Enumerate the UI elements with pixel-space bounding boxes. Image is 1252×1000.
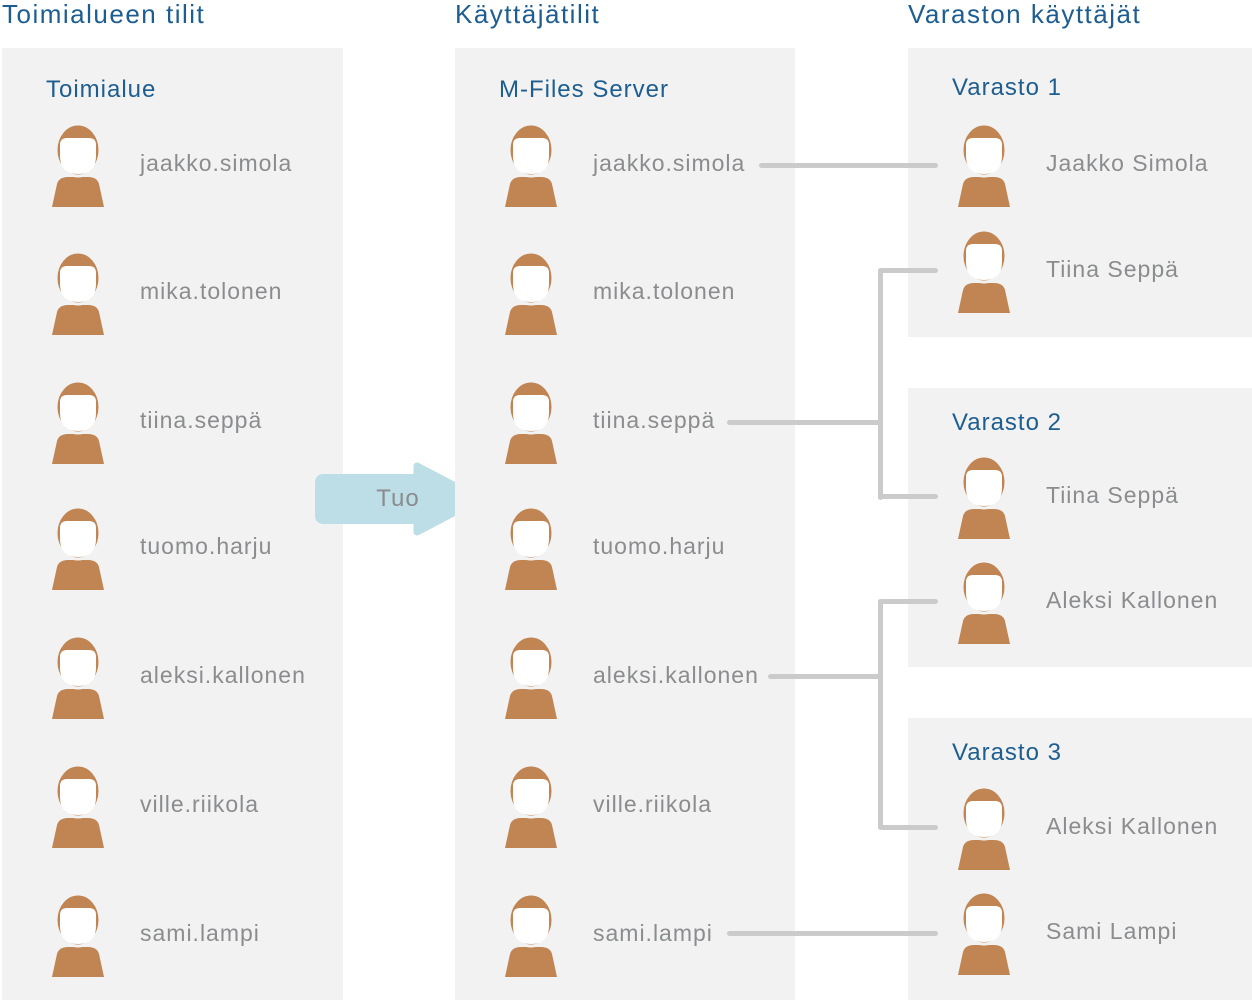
vault-panel-3: Varasto 3 Aleksi Kallonen Sami Lampi: [908, 718, 1252, 1000]
user-label: mika.tolonen: [140, 278, 283, 304]
person-icon: [50, 635, 106, 719]
user-row: sami.lampi: [2, 891, 343, 979]
connector-aleksi-to-vault2: [880, 599, 938, 604]
user-row: jaakko.simola: [2, 121, 343, 209]
user-row: Tiina Seppä: [908, 227, 1252, 315]
user-label: Sami Lampi: [1046, 918, 1178, 944]
user-row: tuomo.harju: [2, 504, 343, 592]
connector-tiina-branch: [878, 268, 883, 500]
user-row: tiina.seppä: [2, 378, 343, 466]
user-label: aleksi.kallonen: [593, 662, 759, 688]
person-icon: [503, 893, 559, 977]
person-icon: [50, 506, 106, 590]
user-row: tiina.seppä: [455, 378, 795, 466]
vault-panel-1: Varasto 1 Jaakko Simola Tiina Seppä: [908, 48, 1252, 337]
user-row: tuomo.harju: [455, 504, 795, 592]
user-row: mika.tolonen: [455, 249, 795, 337]
person-icon: [503, 123, 559, 207]
user-row: aleksi.kallonen: [2, 633, 343, 721]
user-row: aleksi.kallonen: [455, 633, 795, 721]
user-label: aleksi.kallonen: [140, 662, 306, 688]
vault-panel-2: Varasto 2 Tiina Seppä Aleksi Kallonen: [908, 388, 1252, 667]
vault-panel-3-header: Varasto 3: [952, 739, 1062, 766]
import-arrow-label: Tuo: [376, 485, 420, 512]
person-icon: [956, 891, 1012, 975]
person-icon: [956, 560, 1012, 644]
column-title-domain-accounts: Toimialueen tilit: [2, 0, 206, 29]
user-label: sami.lampi: [140, 920, 260, 946]
domain-panel: Toimialue jaakko.simola mika.tolonen tii…: [2, 48, 343, 1000]
connector-aleksi-branch: [878, 599, 883, 830]
person-icon: [956, 229, 1012, 313]
user-row: mika.tolonen: [2, 249, 343, 337]
person-icon: [956, 455, 1012, 539]
connector-tiina-to-vault1: [880, 268, 938, 273]
user-label: ville.riikola: [140, 791, 260, 817]
connector-tiina-stem: [727, 420, 883, 425]
person-icon: [503, 635, 559, 719]
server-panel-header: M-Files Server: [499, 76, 670, 103]
vault-panel-1-header: Varasto 1: [952, 74, 1062, 101]
user-label: Tiina Seppä: [1046, 256, 1179, 282]
person-icon: [50, 893, 106, 977]
connector-sami-to-vault3: [727, 931, 938, 936]
connector-aleksi-to-vault3: [880, 825, 938, 830]
user-row: Jaakko Simola: [908, 121, 1252, 209]
user-row: ville.riikola: [2, 762, 343, 850]
person-icon: [503, 380, 559, 464]
column-title-vault-users: Varaston käyttäjät: [908, 0, 1142, 29]
person-icon: [956, 786, 1012, 870]
column-title-user-accounts: Käyttäjätilit: [455, 0, 601, 29]
person-icon: [50, 764, 106, 848]
person-icon: [50, 251, 106, 335]
user-label: jaakko.simola: [140, 150, 293, 176]
person-icon: [503, 764, 559, 848]
person-icon: [503, 251, 559, 335]
user-row: Sami Lampi: [908, 889, 1252, 977]
person-icon: [50, 123, 106, 207]
user-row: Aleksi Kallonen: [908, 784, 1252, 872]
connector-jaakko-to-vault1: [759, 163, 938, 168]
user-row: Tiina Seppä: [908, 453, 1252, 541]
import-arrow-icon: [315, 462, 484, 536]
user-label: Tiina Seppä: [1046, 482, 1179, 508]
user-label: mika.tolonen: [593, 278, 736, 304]
domain-panel-header: Toimialue: [46, 76, 157, 103]
connector-tiina-to-vault2: [880, 494, 938, 499]
user-label: Jaakko Simola: [1046, 150, 1209, 176]
user-row: sami.lampi: [455, 891, 795, 979]
user-row: ville.riikola: [455, 762, 795, 850]
user-label: Aleksi Kallonen: [1046, 587, 1219, 613]
vault-panel-2-header: Varasto 2: [952, 409, 1062, 436]
user-label: sami.lampi: [593, 920, 713, 946]
person-icon: [503, 506, 559, 590]
user-row: jaakko.simola: [455, 121, 795, 209]
user-label: ville.riikola: [593, 791, 713, 817]
user-label: tuomo.harju: [593, 533, 726, 559]
user-label: jaakko.simola: [593, 150, 746, 176]
person-icon: [956, 123, 1012, 207]
user-row: Aleksi Kallonen: [908, 558, 1252, 646]
person-icon: [50, 380, 106, 464]
user-label: tuomo.harju: [140, 533, 273, 559]
user-label: tiina.seppä: [593, 407, 716, 433]
user-label: Aleksi Kallonen: [1046, 813, 1219, 839]
user-label: tiina.seppä: [140, 407, 263, 433]
server-panel: M-Files Server jaakko.simola mika.tolone…: [455, 48, 795, 1000]
connector-aleksi-stem: [768, 674, 883, 679]
